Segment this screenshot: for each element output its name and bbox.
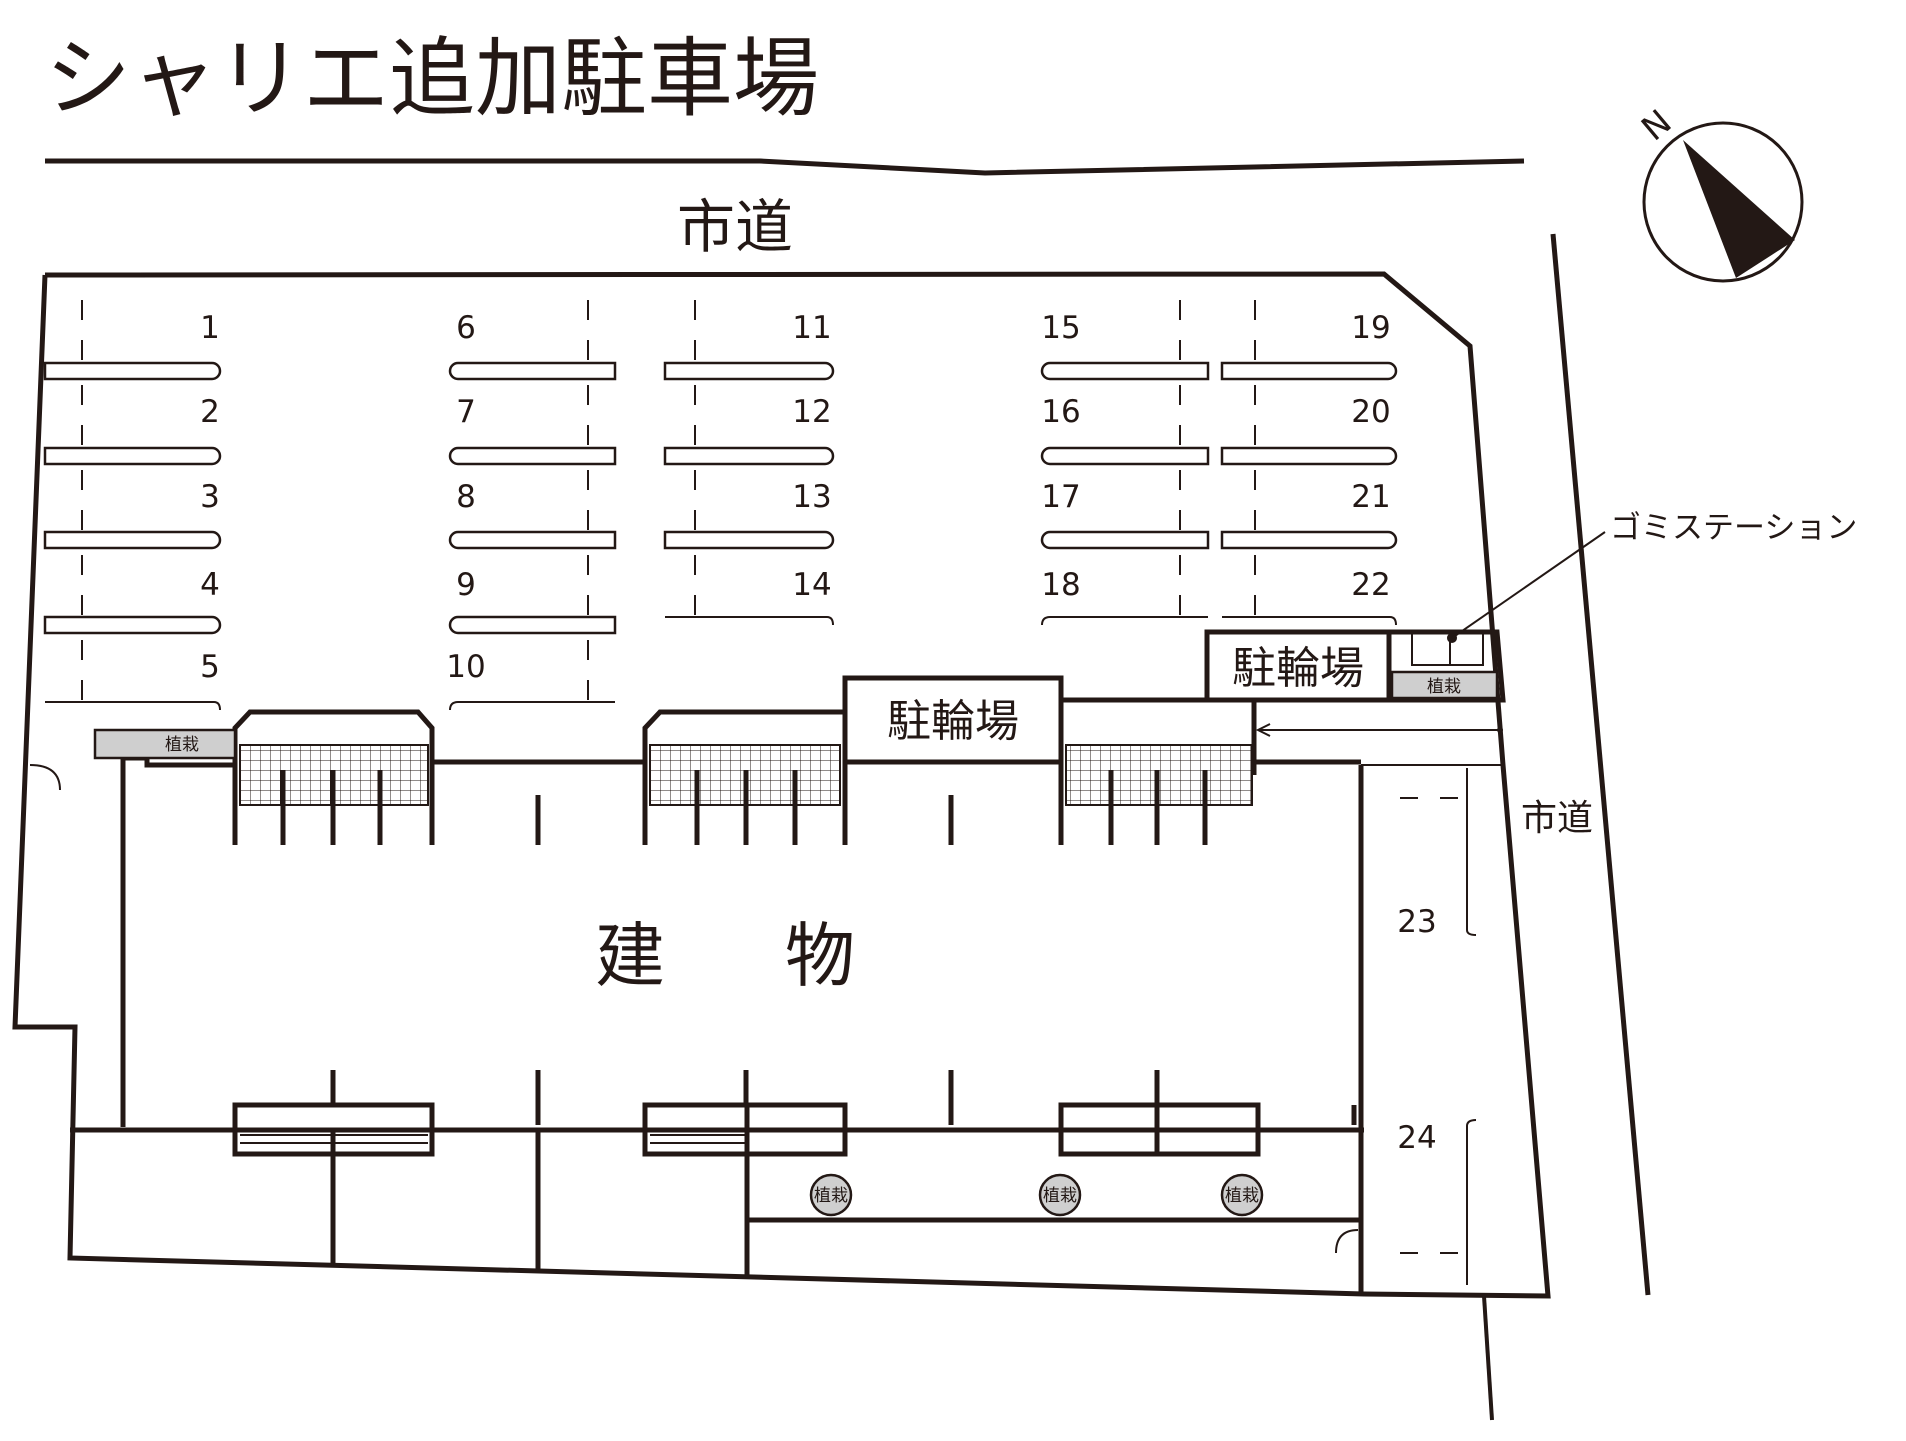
parking-lines-col-1 [43, 361, 222, 711]
garbage-leader-line [1451, 531, 1606, 639]
bicycle-parking-center [842, 675, 1064, 765]
space-number: 6 [456, 310, 476, 346]
east-road-line [1550, 233, 1651, 1296]
space-number: 1 [200, 310, 220, 346]
planter-west [93, 728, 237, 760]
planting-label: 植栽 [1225, 1186, 1259, 1206]
space-number: 4 [200, 567, 220, 603]
road-label-north: 市道 [677, 193, 793, 261]
planting-label: 植栽 [165, 735, 199, 755]
road-label-east: 市道 [1521, 798, 1593, 839]
space-number: 12 [792, 394, 831, 430]
planter-round-2 [1038, 1173, 1082, 1217]
space-number: 18 [1041, 567, 1080, 603]
space-number: 24 [1397, 1120, 1436, 1156]
space-number: 14 [792, 567, 831, 603]
entrance-arrow [1255, 723, 1503, 737]
space-number: 5 [200, 649, 220, 685]
space-number: 20 [1351, 394, 1390, 430]
north-road-line [45, 158, 1525, 176]
space-number: 23 [1397, 904, 1436, 940]
planter-round-1 [809, 1173, 853, 1217]
parking-lines-col-3 [663, 361, 835, 626]
building-outline [70, 755, 1364, 1295]
space-number: 10 [446, 649, 485, 685]
space-numbers: 1 2 3 4 5 6 7 8 9 10 11 12 13 14 15 16 1… [200, 310, 1437, 1156]
space-number: 11 [792, 310, 831, 346]
space-number: 15 [1041, 310, 1080, 346]
garbage-station-label: ゴミステーション [1610, 510, 1857, 546]
space-number: 2 [200, 394, 220, 430]
map-title: シャリエ追加駐車場 [45, 29, 819, 129]
parking-lines-col-2 [448, 361, 617, 711]
space-number: 19 [1351, 310, 1390, 346]
space-number: 3 [200, 479, 220, 515]
space-number: 13 [792, 479, 831, 515]
space-number: 22 [1351, 567, 1390, 603]
parking-lines-col-5 [1220, 361, 1398, 626]
planting-label: 植栽 [814, 1186, 848, 1206]
compass-icon [1642, 121, 1804, 283]
planting-label: 植栽 [1427, 677, 1461, 697]
space-number: 8 [456, 479, 476, 515]
space-number: 9 [456, 567, 476, 603]
space-number: 21 [1351, 479, 1390, 515]
planter-round-3 [1220, 1173, 1264, 1217]
bicycle-parking-label: 駐輪場 [887, 696, 1019, 747]
planting-label: 植栽 [1043, 1186, 1077, 1206]
east-space-markers [1400, 768, 1477, 1285]
space-number: 17 [1041, 479, 1080, 515]
building-label-right: 物 [785, 915, 855, 997]
space-number: 16 [1041, 394, 1080, 430]
balconies-south [232, 1102, 1261, 1157]
door-arc-west [29, 764, 61, 791]
door-arc-south [1335, 1229, 1359, 1254]
east-road-line-south [1482, 1295, 1494, 1421]
space-divider-ticks [81, 300, 1256, 700]
building-label-left: 建 [595, 915, 665, 997]
balcony-partitions [280, 700, 1257, 845]
parking-lines-col-4 [1040, 361, 1210, 626]
bicycle-parking-label: 駐輪場 [1232, 643, 1364, 694]
space-number: 7 [456, 394, 476, 430]
